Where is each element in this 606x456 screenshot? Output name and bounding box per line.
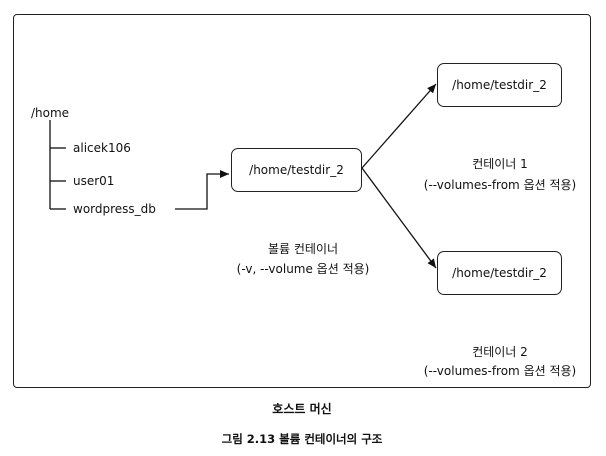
host-machine-frame	[13, 14, 591, 388]
container1-options: (--volumes-from 옵션 적용)	[423, 178, 577, 192]
container2-box: /home/testdir_2	[437, 251, 562, 295]
tree-item-user01: user01	[73, 174, 115, 188]
mount-arrow	[175, 170, 229, 210]
share-arrow-container1	[361, 83, 437, 169]
volume-container-box: /home/testdir_2	[231, 148, 362, 192]
figure-caption: 그림 2.13 볼륨 컨테이너의 구조	[221, 432, 383, 446]
container2-options: (--volumes-from 옵션 적용)	[423, 364, 577, 378]
container1-path: /home/testdir_2	[452, 78, 547, 92]
tree-root-label: /home	[31, 106, 70, 120]
volume-container-label: 볼륨 컨테이너	[267, 242, 339, 256]
volume-container-options: (-v, --volume 옵션 적용)	[236, 262, 370, 276]
share-arrow-container2	[361, 167, 437, 269]
container1-box: /home/testdir_2	[437, 63, 562, 107]
tree-item-wordpress-db: wordpress_db	[73, 202, 156, 216]
volume-container-path: /home/testdir_2	[249, 163, 344, 177]
container2-path: /home/testdir_2	[452, 266, 547, 280]
host-machine-label: 호스트 머신	[272, 402, 332, 416]
container2-label: 컨테이너 2	[472, 345, 528, 359]
tree-item-alicek106: alicek106	[73, 141, 131, 155]
container1-label: 컨테이너 1	[472, 157, 528, 171]
